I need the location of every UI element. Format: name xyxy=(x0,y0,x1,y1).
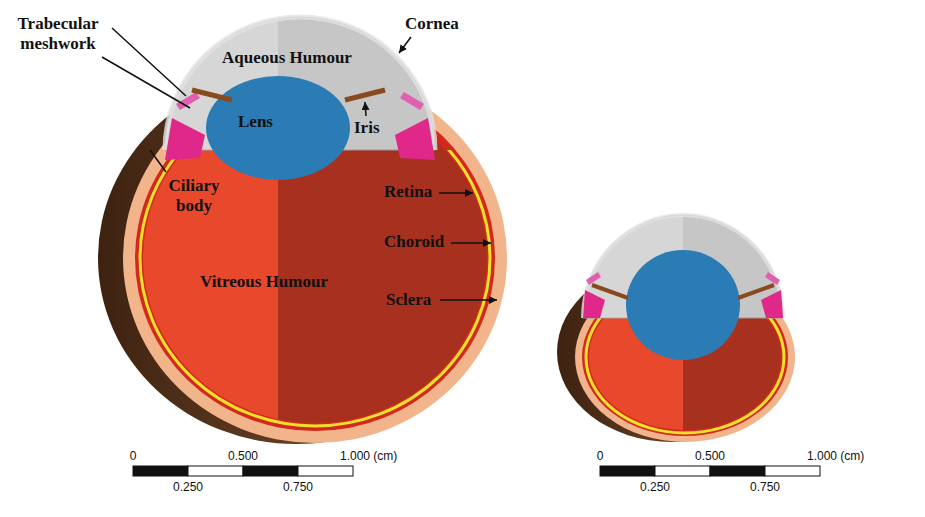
trabecular-meshwork xyxy=(765,272,780,285)
scale-label: 0 xyxy=(130,450,137,463)
iris xyxy=(345,90,385,100)
ciliary-body xyxy=(583,290,605,318)
scale-label: 0 xyxy=(597,450,604,463)
leader-line xyxy=(112,28,186,96)
scale-label: 1.000 (cm) xyxy=(807,450,864,463)
scale-label: 0.500 xyxy=(228,450,258,463)
right-eye xyxy=(557,215,795,442)
scale-bar xyxy=(600,466,820,476)
lens xyxy=(626,250,740,360)
part-label: Retina xyxy=(384,182,432,202)
leader-arrow xyxy=(399,37,411,53)
iris xyxy=(192,90,232,100)
scale-segment xyxy=(655,466,710,476)
part-label: Choroid xyxy=(384,232,444,252)
part-label: Trabecular meshwork xyxy=(8,14,108,53)
scale-segment xyxy=(600,466,655,476)
trabecular-meshwork xyxy=(586,272,601,285)
leader-arrow xyxy=(439,192,473,194)
part-label: Vitreous Humour xyxy=(200,272,328,292)
scale-label: 0.750 xyxy=(283,481,313,494)
scale-label: 0.500 xyxy=(695,450,725,463)
iris xyxy=(738,285,774,298)
part-label: Lens xyxy=(238,112,273,132)
trabecular-meshwork xyxy=(400,92,424,110)
scale-segment xyxy=(298,466,353,476)
retina xyxy=(140,150,490,426)
scale-label: 0.750 xyxy=(750,481,780,494)
scale-label: 1.000 (cm) xyxy=(340,450,397,463)
part-label: Iris xyxy=(354,118,380,138)
scale-segment xyxy=(765,466,820,476)
part-label: Ciliary body xyxy=(158,176,230,215)
ciliary-body xyxy=(761,290,783,318)
leader-arrow xyxy=(365,102,366,116)
scale-label: 0.250 xyxy=(173,481,203,494)
scale-label: 0.250 xyxy=(640,481,670,494)
leader-arrow xyxy=(440,299,497,301)
scale-segment xyxy=(710,466,765,476)
leader-lines xyxy=(102,28,497,300)
ciliary-body xyxy=(395,118,435,160)
ciliary-body xyxy=(165,118,205,160)
scale-segment xyxy=(243,466,298,476)
leader-line xyxy=(102,57,190,108)
part-label: Cornea xyxy=(405,14,459,34)
scale-segment xyxy=(133,466,188,476)
leader-arrow xyxy=(451,242,491,244)
part-label: Aqueous Humour xyxy=(222,48,352,68)
leader-line xyxy=(150,150,166,172)
scale-segment xyxy=(188,466,243,476)
scale-bar xyxy=(133,466,353,476)
lens xyxy=(206,76,350,180)
part-label: Sclera xyxy=(386,290,431,310)
iris xyxy=(592,285,628,298)
left-eye xyxy=(98,17,507,444)
sclera xyxy=(123,73,507,443)
